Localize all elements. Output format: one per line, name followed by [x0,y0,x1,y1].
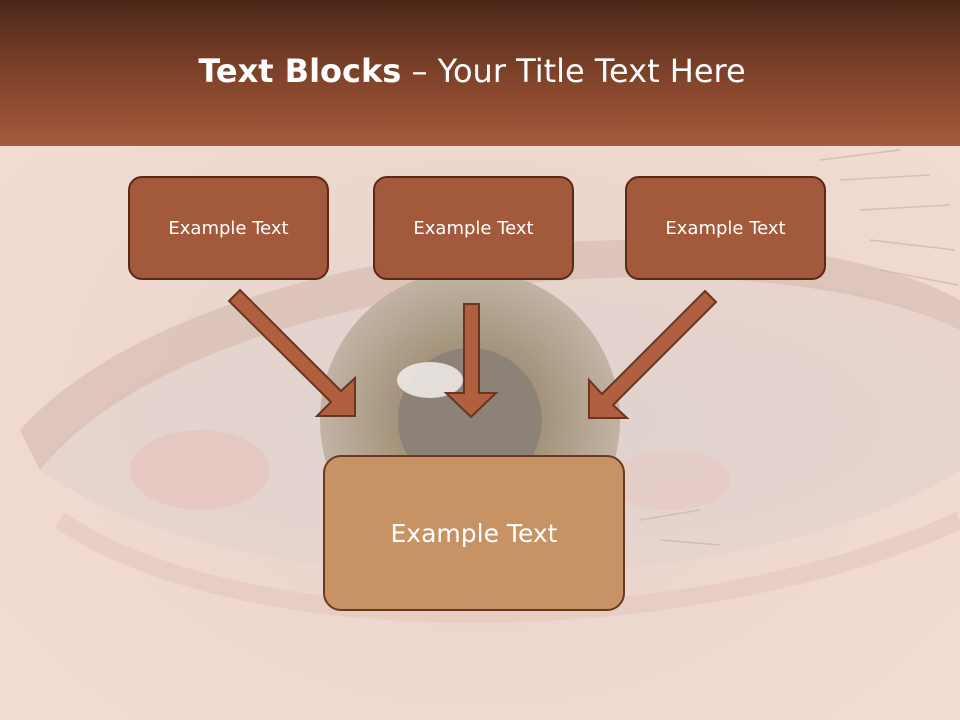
text-block-3[interactable]: Example Text [625,176,826,280]
slide-title-bold: Text Blocks [198,52,402,90]
slide-title-rest: Your Title Text Here [437,52,746,90]
text-block-2[interactable]: Example Text [373,176,574,280]
text-block-1[interactable]: Example Text [128,176,329,280]
text-block-result[interactable]: Example Text [323,455,625,611]
slide-title: Text Blocks – Your Title Text Here [0,52,944,90]
title-bar [0,0,960,146]
slide-title-separator: – [401,52,438,90]
